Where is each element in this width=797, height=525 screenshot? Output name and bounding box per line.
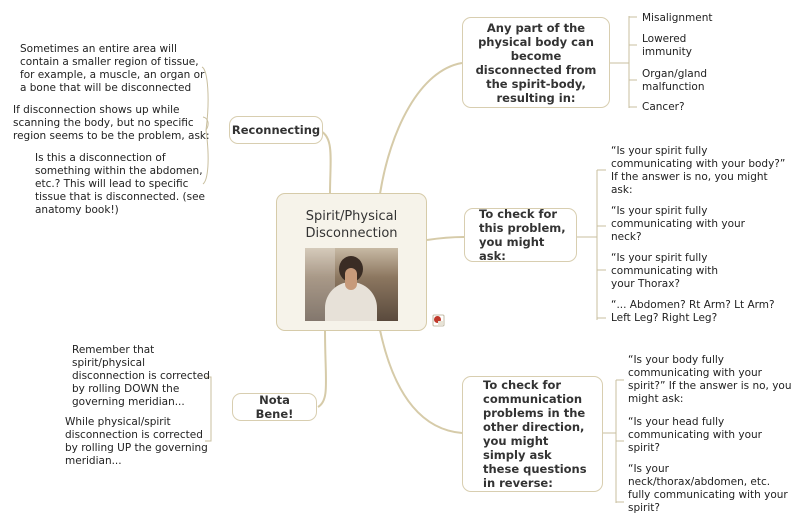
node-to-check-comm-label: To check for communication problems in t… (483, 378, 587, 490)
central-title: Spirit/Physical Disconnection (305, 209, 398, 241)
bracket-reconnecting-3 (202, 129, 209, 185)
bracket-reconnecting-1 (201, 66, 209, 131)
bracket-notabene-1 (205, 376, 212, 407)
edge-central-comm (379, 329, 463, 434)
pdf-attachment-icon[interactable] (432, 314, 445, 327)
reverse-question: “Is your neck/thorax/abdomen, etc. fully… (628, 463, 788, 514)
node-to-check-comm[interactable]: To check for communication problems in t… (462, 376, 603, 492)
reconnecting-note-2: If disconnection shows up while scanning… (13, 104, 210, 142)
bracket-reconnecting-2 (202, 116, 209, 131)
edge-central-notabene (317, 329, 327, 408)
result-item: Cancer? (642, 101, 685, 113)
result-item: Organ/gland malfunction (642, 68, 708, 93)
edge-central-anypart (379, 62, 463, 195)
nota-bene-note-1: Remember that spirit/physical disconnect… (72, 344, 210, 408)
bracket-notabene-2 (205, 407, 212, 442)
result-item: Lowered immunity (642, 33, 692, 58)
reverse-question: “Is your head fully communicating with y… (628, 416, 763, 454)
reconnecting-note-3: Is this a disconnection of something wit… (35, 152, 206, 216)
check-question: “Is your spirit fully communicating with… (611, 145, 786, 196)
node-reconnecting-label: Reconnecting (231, 123, 321, 137)
node-any-part[interactable]: Any part of the physical body can become… (462, 17, 610, 108)
node-nota-bene-label: Nota Bene! (255, 393, 294, 421)
check-question: “... Abdomen? Rt Arm? Lt Arm? Left Leg? … (611, 299, 775, 324)
check-question: “Is your spirit fully communicating with… (611, 252, 719, 290)
node-any-part-label: Any part of the physical body can become… (475, 20, 597, 105)
central-topic[interactable]: Spirit/Physical Disconnection (276, 193, 427, 331)
reconnecting-note-1: Sometimes an entire area will contain a … (20, 43, 205, 94)
nota-bene-note-2: While physical/spirit disconnection is c… (65, 416, 208, 467)
reverse-question: “Is your body fully communicating with y… (628, 354, 792, 405)
node-to-check[interactable]: To check for this problem, you might ask… (464, 207, 577, 263)
result-item: Misalignment (642, 12, 713, 24)
node-nota-bene[interactable]: Nota Bene! (232, 393, 317, 421)
edge-central-tocheck (426, 236, 465, 241)
praying-person-image (305, 248, 398, 321)
node-reconnecting[interactable]: Reconnecting (229, 116, 323, 144)
node-to-check-label: To check for this problem, you might ask… (479, 207, 566, 263)
check-question: “Is your spirit fully communicating with… (611, 205, 746, 243)
